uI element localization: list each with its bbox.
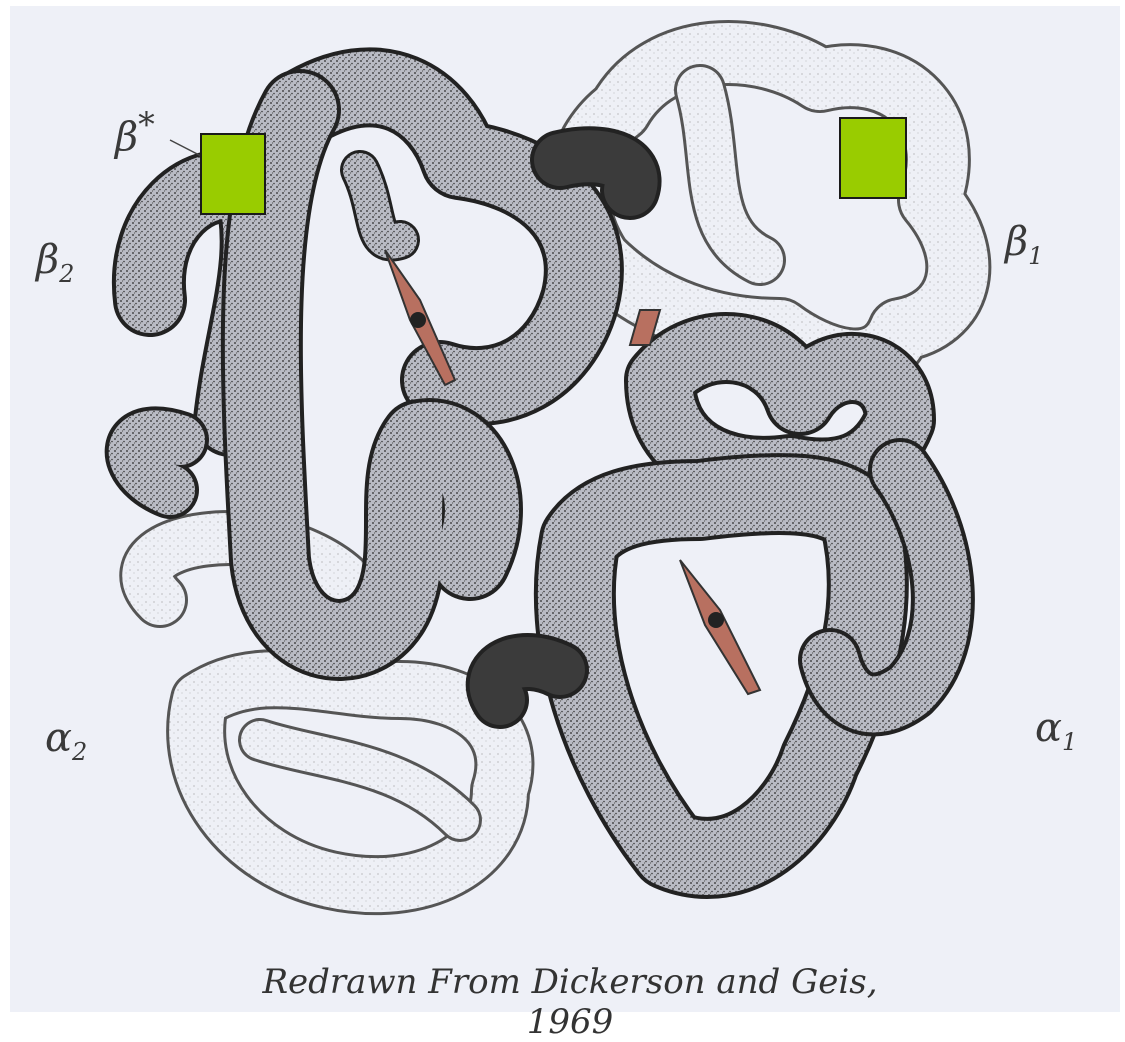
label-alpha-1: α1 <box>1035 708 1077 754</box>
label-alpha-2: α2 <box>45 718 87 764</box>
label-beta-star: β* <box>115 108 155 157</box>
label-beta-1: β1 <box>1005 222 1043 268</box>
figure: β* β2 β1 α2 α1 Redrawn From Dickerson an… <box>0 0 1125 1018</box>
figure-caption: Redrawn From Dickerson and Geis, 1969 <box>230 962 910 1042</box>
right-marker <box>839 117 907 199</box>
alpha1-subunit <box>495 348 943 858</box>
label-beta-2: β2 <box>36 240 74 286</box>
left-marker <box>200 133 266 215</box>
hemoglobin-drawing <box>0 0 1125 1018</box>
